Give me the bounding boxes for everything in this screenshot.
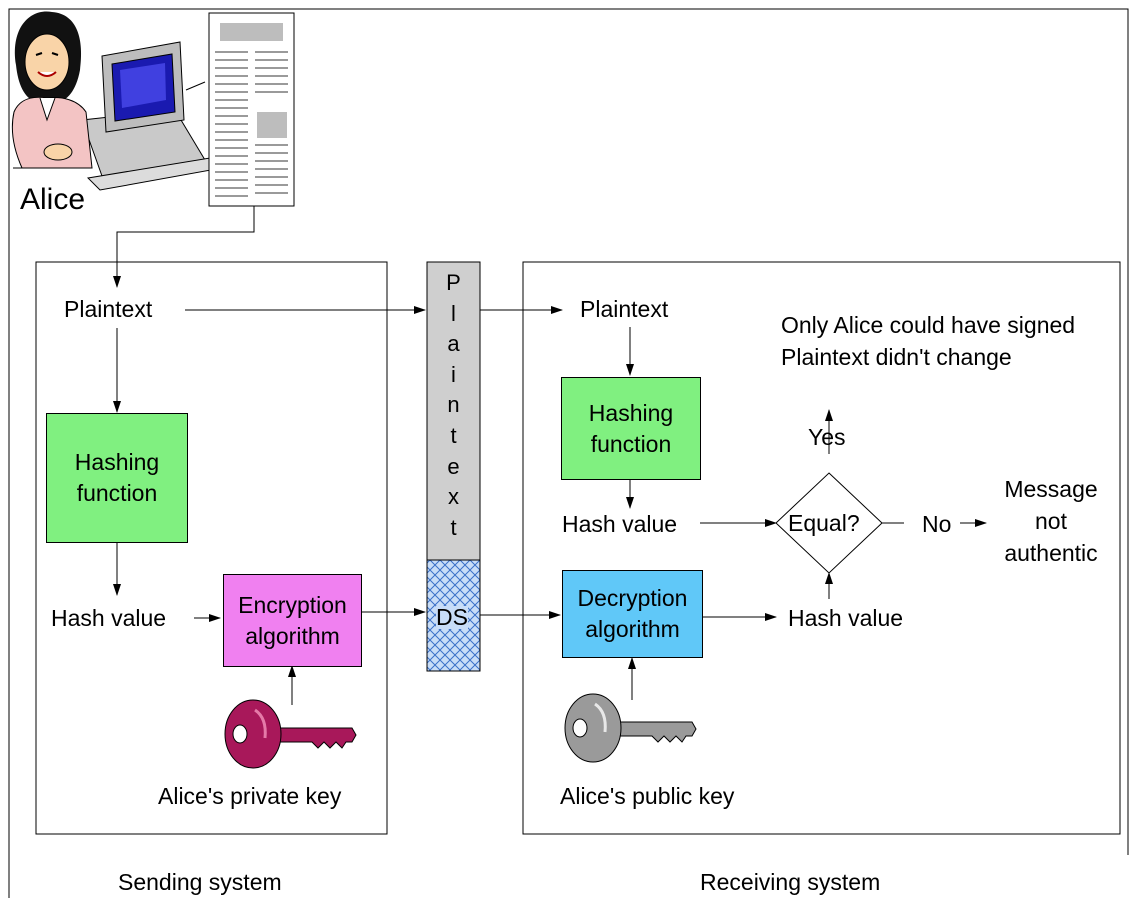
channel-letter: l xyxy=(451,300,456,326)
failure-line-2: not xyxy=(1035,508,1067,534)
public-key-label: Alice's public key xyxy=(560,783,735,809)
success-message: Only Alice could have signed Plaintext d… xyxy=(781,309,1075,373)
private-key-label: Alice's private key xyxy=(158,783,342,809)
channel-letter: n xyxy=(447,392,460,418)
channel-letter: t xyxy=(450,422,457,448)
private-key-icon xyxy=(224,699,357,769)
ds-label: DS xyxy=(436,604,468,630)
sending-plaintext-label: Plaintext xyxy=(64,296,153,322)
receiving-system-caption: Receiving system xyxy=(700,869,881,895)
failure-message: Message not authentic xyxy=(995,473,1107,569)
success-line-1: Only Alice could have signed xyxy=(781,312,1076,338)
channel-plaintext-vertical: P l a i n t e x t xyxy=(427,268,480,543)
sending-system-caption: Sending system xyxy=(118,869,282,895)
channel-letter: P xyxy=(446,270,461,295)
channel-letter: i xyxy=(451,361,456,387)
outer-frame xyxy=(8,8,1129,898)
sending-hashing-function-box: Hashing function xyxy=(46,413,188,543)
receiving-hashing-function-box: Hashing function xyxy=(561,377,701,480)
channel-letter: e xyxy=(447,453,460,479)
sender-name: Alice xyxy=(20,183,86,216)
failure-line-1: Message xyxy=(1004,476,1098,502)
yes-label: Yes xyxy=(808,424,846,450)
hashing-line-1: Hashing xyxy=(74,449,160,475)
success-line-2: Plaintext didn't change xyxy=(781,344,1012,370)
woman-at-computer-icon xyxy=(11,11,224,191)
encryption-line-2: algorithm xyxy=(245,622,340,649)
sending-hash-value-label: Hash value xyxy=(51,605,167,631)
decryption-algorithm-box: Decryption algorithm xyxy=(562,570,703,658)
channel-plaintext-bar xyxy=(426,261,481,561)
equal-decision-diamond xyxy=(775,472,883,574)
encryption-algorithm-box: Encryption algorithm xyxy=(223,574,362,667)
receiving-hash-value-bottom: Hash value xyxy=(788,605,904,631)
hashing-line-2: function xyxy=(76,480,158,506)
receiving-system-box xyxy=(522,261,1121,835)
channel-letter: a xyxy=(447,331,460,357)
hashing-line-1: Hashing xyxy=(588,399,674,426)
receiving-hash-value-top: Hash value xyxy=(562,511,678,537)
channel-letter: t xyxy=(450,514,457,540)
no-label: No xyxy=(922,511,952,537)
equal-decision-label: Equal? xyxy=(788,510,860,536)
hashing-line-2: function xyxy=(590,430,672,457)
sending-system-box xyxy=(35,261,388,835)
public-key-icon xyxy=(564,693,697,763)
decryption-line-1: Decryption xyxy=(577,585,688,611)
encryption-line-1: Encryption xyxy=(238,591,347,618)
document-icon xyxy=(208,12,295,207)
decryption-line-2: algorithm xyxy=(585,616,680,642)
receiving-plaintext-label: Plaintext xyxy=(580,296,669,322)
failure-line-3: authentic xyxy=(1004,540,1098,566)
channel-letter: x xyxy=(448,484,459,510)
